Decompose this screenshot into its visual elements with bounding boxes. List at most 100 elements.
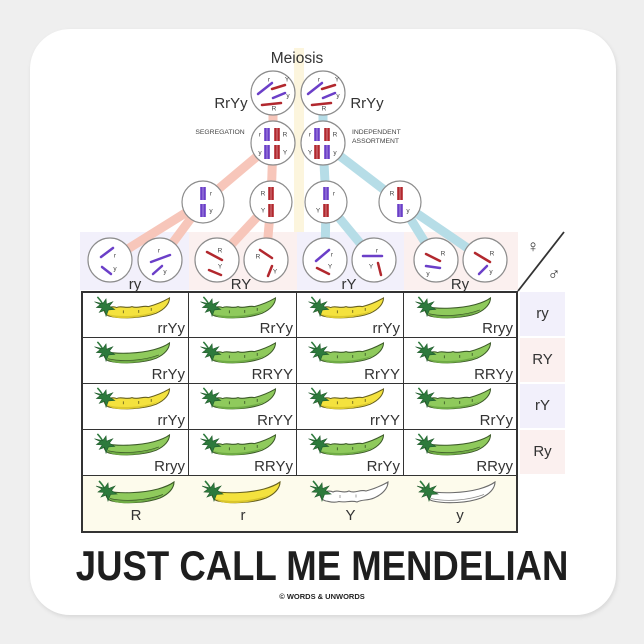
- pea-pod-icon: [307, 387, 385, 412]
- gamete-cell-2: r y: [137, 237, 183, 283]
- svg-text:r: r: [259, 132, 262, 139]
- genotype-label: Rryy: [154, 458, 185, 475]
- gamete-cell-4: R Y: [243, 237, 289, 283]
- allele-key-item: R: [83, 476, 189, 531]
- column-header-rY: rY: [342, 276, 357, 293]
- genotype-label: RRYY: [251, 366, 293, 383]
- svg-text:y: y: [258, 150, 262, 157]
- gamete-cell-5: r Y: [302, 237, 348, 283]
- svg-text:y: y: [489, 269, 493, 276]
- svg-text:R: R: [322, 106, 327, 113]
- metaphase-cell-right: r R Y y: [300, 120, 346, 166]
- svg-text:Y: Y: [218, 264, 223, 271]
- allele-label: r: [240, 507, 246, 524]
- independent-label: INDEPENDENT: [352, 129, 401, 136]
- svg-text:R: R: [283, 132, 288, 139]
- genotype-label: RrYY: [257, 412, 293, 429]
- allele-label: y: [456, 507, 464, 524]
- svg-text:Y: Y: [285, 77, 290, 84]
- svg-text:Y: Y: [328, 264, 333, 271]
- allele-key-item: r: [189, 476, 297, 531]
- pea-pod-icon: [307, 433, 385, 458]
- svg-text:r: r: [331, 252, 334, 259]
- pea-pod-icon: [93, 433, 171, 458]
- genotype-label: rrYy: [157, 412, 186, 429]
- genotype-label: RrYY: [364, 366, 400, 383]
- punnett-cell: Rryy: [83, 430, 189, 476]
- svg-text:R: R: [261, 191, 266, 198]
- allele-label: R: [130, 507, 142, 524]
- punnett-cell: RrYy: [83, 338, 189, 384]
- row-header-rY: rY: [520, 384, 565, 428]
- punnett-square: rrYy RrYy rrYy Rryy RrYy RRYY RrYY RRYy …: [81, 291, 518, 533]
- metaphase-cell-left: r R y Y: [250, 120, 296, 166]
- parent-cell-left: r Y y R: [250, 70, 296, 116]
- genotype-label: RrYy: [366, 458, 400, 475]
- pea-pod-icon: [307, 296, 385, 321]
- male-symbol-icon: ♂: [548, 265, 561, 284]
- gamete-cell-7: R y: [413, 237, 459, 283]
- genotype-label: RrYy: [151, 366, 185, 383]
- gamete-cell-1: r y: [87, 237, 133, 283]
- pea-pod-icon: [199, 433, 277, 458]
- svg-text:R: R: [390, 191, 395, 198]
- svg-text:r: r: [376, 248, 379, 255]
- division-cell-3: r Y: [304, 180, 348, 224]
- svg-text:Y: Y: [308, 150, 313, 157]
- punnett-cell: RrYY: [297, 338, 404, 384]
- allele-key-item: Y: [297, 476, 404, 531]
- row-header-Ry: Ry: [520, 430, 565, 474]
- svg-text:r: r: [210, 191, 213, 198]
- svg-text:Y: Y: [283, 150, 288, 157]
- svg-text:r: r: [114, 253, 117, 260]
- svg-text:R: R: [256, 254, 261, 261]
- allele-key-item: y: [404, 476, 516, 531]
- punnett-cell: rrYy: [297, 293, 404, 338]
- pea-pod-icon: [201, 480, 281, 506]
- punnett-cell: RrYY: [189, 384, 297, 430]
- division-cell-1: r y: [181, 180, 225, 224]
- punnett-cell: RRYy: [189, 430, 297, 476]
- gamete-cell-8: R y: [462, 237, 508, 283]
- pea-pod-icon: [414, 387, 492, 412]
- svg-text:R: R: [218, 248, 223, 255]
- pea-pod-icon: [416, 480, 496, 506]
- punnett-cell: RrYy: [404, 384, 516, 430]
- sticker-title: JUST CALL ME MENDELIAN: [0, 545, 644, 587]
- svg-text:y: y: [113, 266, 117, 273]
- pea-pod-icon: [414, 341, 492, 366]
- punnett-cell: RRYY: [189, 338, 297, 384]
- column-header-Ry: Ry: [451, 276, 470, 293]
- punnett-cell: Rryy: [404, 293, 516, 338]
- copyright-notice: © WORDS & UNWORDS: [279, 592, 365, 601]
- pea-pod-icon: [309, 480, 389, 506]
- genotype-label: RrYy: [259, 320, 293, 337]
- svg-text:Y: Y: [273, 269, 278, 276]
- svg-text:R: R: [490, 251, 495, 258]
- parent-right-genotype: RrYy: [350, 95, 384, 112]
- svg-text:Y: Y: [335, 77, 340, 84]
- svg-text:y: y: [336, 93, 340, 100]
- svg-text:r: r: [268, 77, 271, 84]
- parent-cell-right: r Y y R: [300, 70, 346, 116]
- pea-pod-icon: [307, 341, 385, 366]
- svg-text:r: r: [333, 191, 336, 198]
- female-symbol-icon: ♀: [527, 237, 540, 256]
- svg-text:R: R: [441, 251, 446, 258]
- genotype-label: RRYy: [474, 366, 513, 383]
- genotype-label: RrYy: [479, 412, 513, 429]
- punnett-cell: RrYy: [297, 430, 404, 476]
- row-header-RY: RY: [520, 338, 565, 382]
- parent-left-genotype: RrYy: [214, 95, 248, 112]
- row-header-ry: ry: [520, 292, 565, 336]
- division-cell-4: R y: [378, 180, 422, 224]
- svg-text:y: y: [163, 269, 167, 276]
- svg-text:Y: Y: [369, 264, 374, 271]
- pea-pod-icon: [199, 341, 277, 366]
- svg-text:y: y: [209, 208, 213, 215]
- punnett-cell: RrYy: [189, 293, 297, 338]
- svg-text:y: y: [406, 208, 410, 215]
- division-cell-2: R Y: [249, 180, 293, 224]
- genotype-label: RRyy: [476, 458, 513, 475]
